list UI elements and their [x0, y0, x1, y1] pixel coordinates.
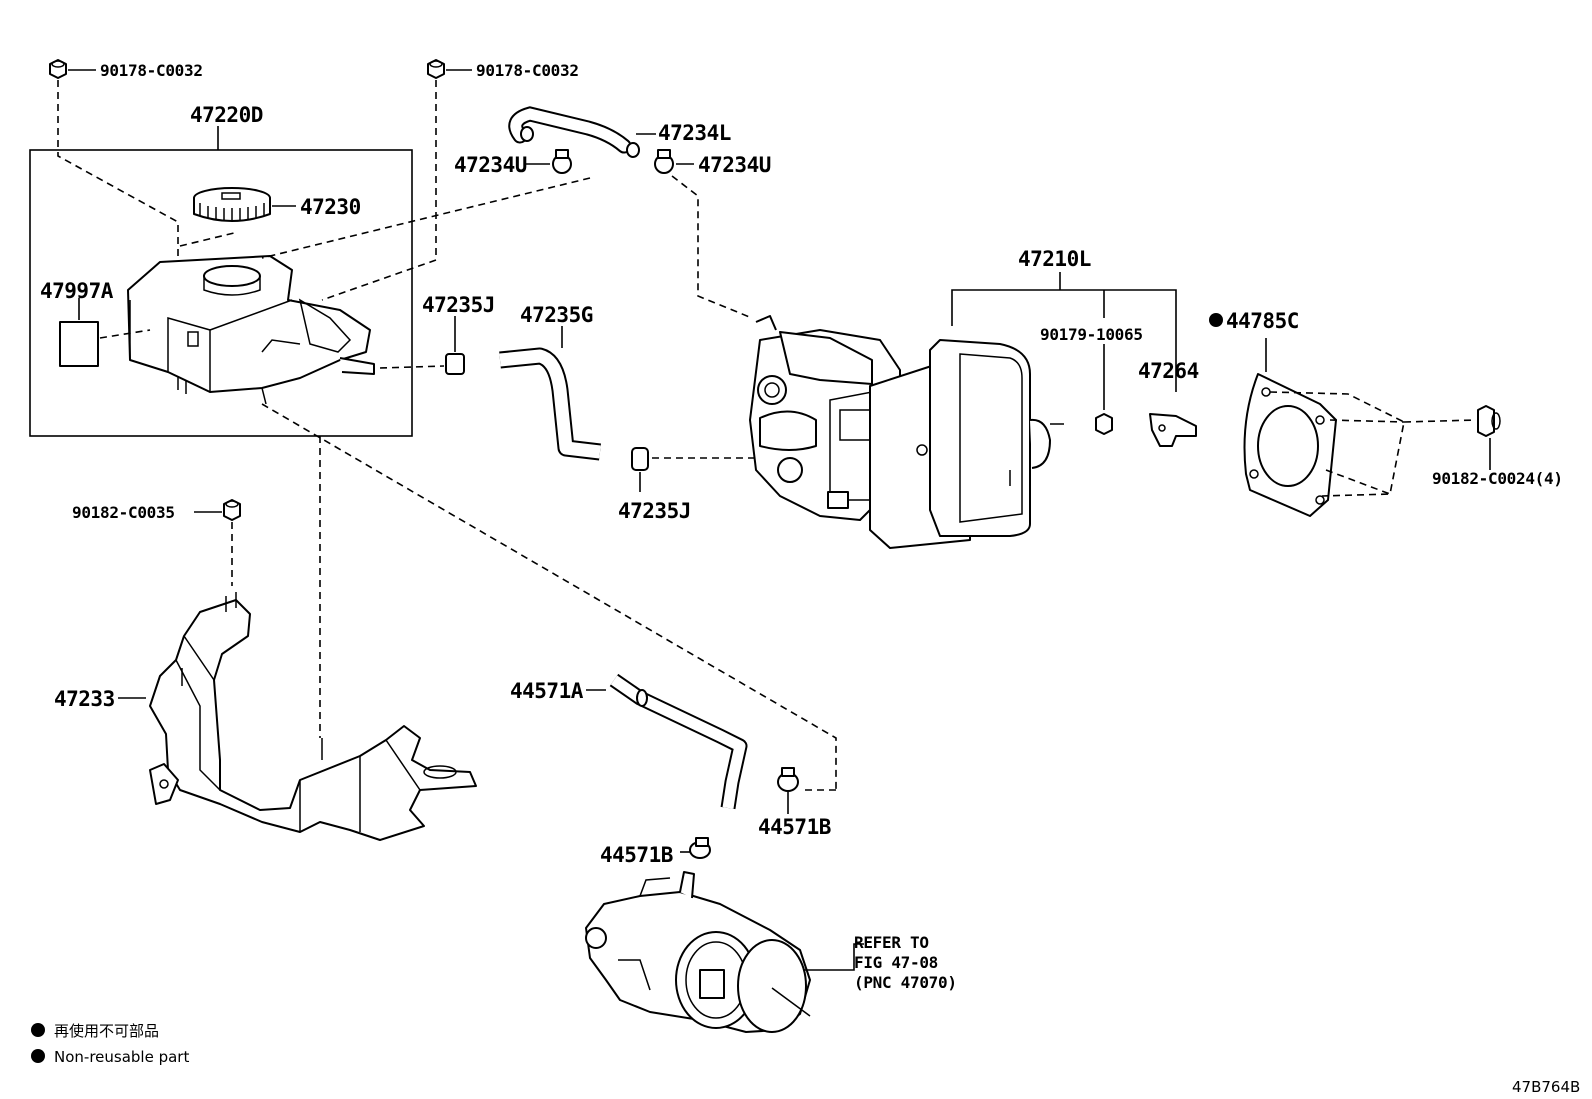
- label-cap: 47230: [300, 195, 361, 219]
- gasket: [1243, 373, 1337, 517]
- label-nut-right: 90182-C0024(4): [1432, 469, 1563, 488]
- mounting-bracket: [149, 592, 477, 841]
- reservoir-assembly-box: [29, 149, 413, 437]
- label-plate-number: 47997A: [40, 279, 114, 303]
- lower-hose: [609, 673, 748, 810]
- nut-bracket-icon: [223, 499, 241, 521]
- label-clip-lower: 47235J: [618, 499, 691, 523]
- label-hose-upper: 47234L: [658, 121, 731, 145]
- upper-hose: [508, 106, 640, 158]
- clamp-lower-right: [777, 767, 799, 792]
- nut-icon-top-left: [49, 59, 67, 79]
- hose-mid: [499, 347, 601, 461]
- label-hose-lower: 44571A: [510, 679, 584, 703]
- label-gasket: 44785C: [1226, 309, 1299, 333]
- legend-bullet-jp-icon: [31, 1023, 45, 1037]
- legend-text-jp: 再使用不可部品: [54, 1022, 159, 1040]
- label-bracket: 47233: [54, 687, 115, 711]
- clip-lower: [631, 447, 649, 471]
- label-refer-line2: FIG 47-08: [854, 953, 938, 972]
- brake-fluid-reservoir: [127, 255, 375, 405]
- non-reusable-bullet-icon: [1209, 313, 1223, 327]
- nut-icon-top-mid: [427, 59, 445, 79]
- label-clamp-lower-right: 44571B: [758, 815, 831, 839]
- brake-booster-assembly: [749, 315, 1064, 549]
- label-nut-bracket: 90182-C0035: [72, 503, 175, 522]
- reservoir-cap: [193, 187, 271, 222]
- label-booster-assy: 47210L: [1018, 247, 1091, 271]
- legend-bullet-en-icon: [31, 1049, 45, 1063]
- label-plate: [59, 321, 99, 367]
- label-clamp-upper-right: 47234U: [698, 153, 771, 177]
- label-reservoir-assy: 47220D: [190, 103, 263, 127]
- diagram-code: 47B764B: [1512, 1078, 1580, 1096]
- bracket-small: [1149, 413, 1197, 447]
- clamp-lower-left: [689, 837, 711, 859]
- label-nut-top-left: 90178-C0032: [100, 61, 203, 80]
- label-clip-upper: 47235J: [422, 293, 495, 317]
- label-clamp-lower-left: 44571B: [600, 843, 673, 867]
- label-nut-booster: 90179-10065: [1040, 325, 1143, 344]
- label-refer-line1: REFER TO: [854, 933, 929, 952]
- label-refer-line3: (PNC 47070): [854, 973, 957, 992]
- clamp-upper-left: [552, 149, 572, 174]
- label-nut-top-mid: 90178-C0032: [476, 61, 579, 80]
- label-hose-mid: 47235G: [520, 303, 593, 327]
- legend-text-en: Non-reusable part: [54, 1048, 189, 1066]
- nut-right-icon: [1477, 405, 1501, 437]
- clamp-upper-right: [654, 149, 674, 174]
- label-clamp-upper-left: 47234U: [454, 153, 527, 177]
- pump-motor: [585, 871, 811, 1033]
- label-bracket-small: 47264: [1138, 359, 1199, 383]
- nut-booster-icon: [1095, 413, 1113, 435]
- clip-upper: [445, 353, 465, 375]
